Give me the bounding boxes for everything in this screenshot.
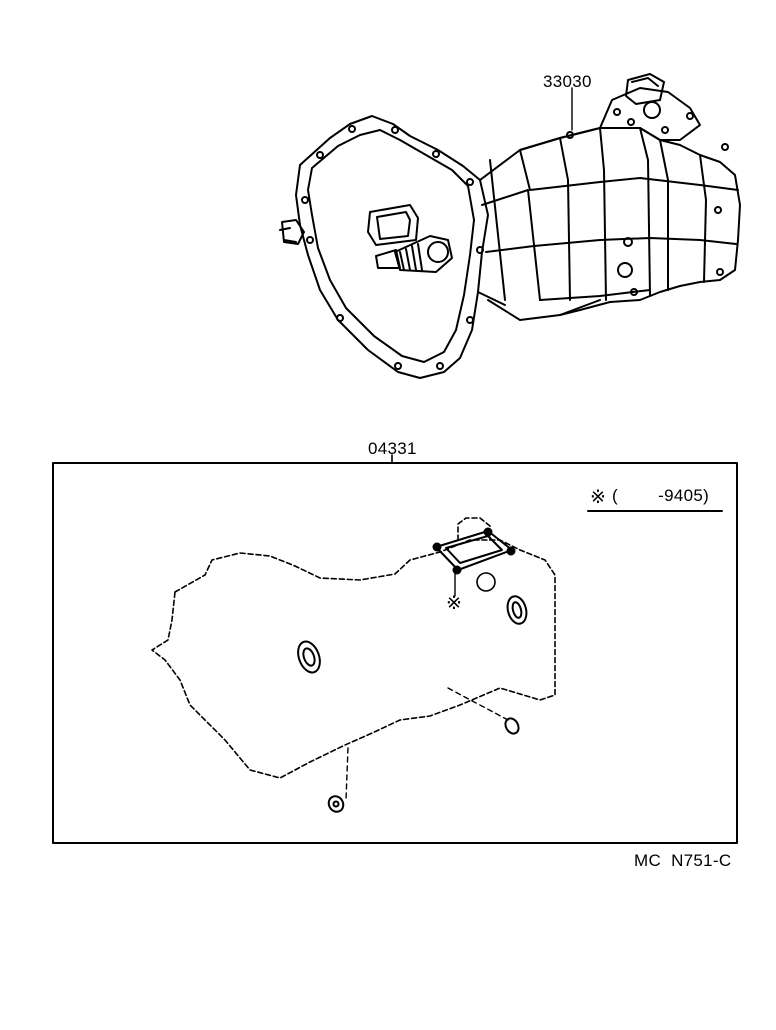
- part-number-33030: 33030: [543, 72, 592, 91]
- transmission-assembly-drawing: [279, 73, 741, 379]
- note-range: ( -9405): [612, 486, 710, 505]
- gasket-kit-drawing: [151, 517, 556, 813]
- diagram-code: MC N751-C: [634, 851, 732, 870]
- gasket-note-mark: ※: [446, 593, 463, 614]
- note-mark: ※: [590, 487, 607, 508]
- gasket-kit-frame: [52, 462, 738, 844]
- part-number-04331: 04331: [368, 439, 417, 458]
